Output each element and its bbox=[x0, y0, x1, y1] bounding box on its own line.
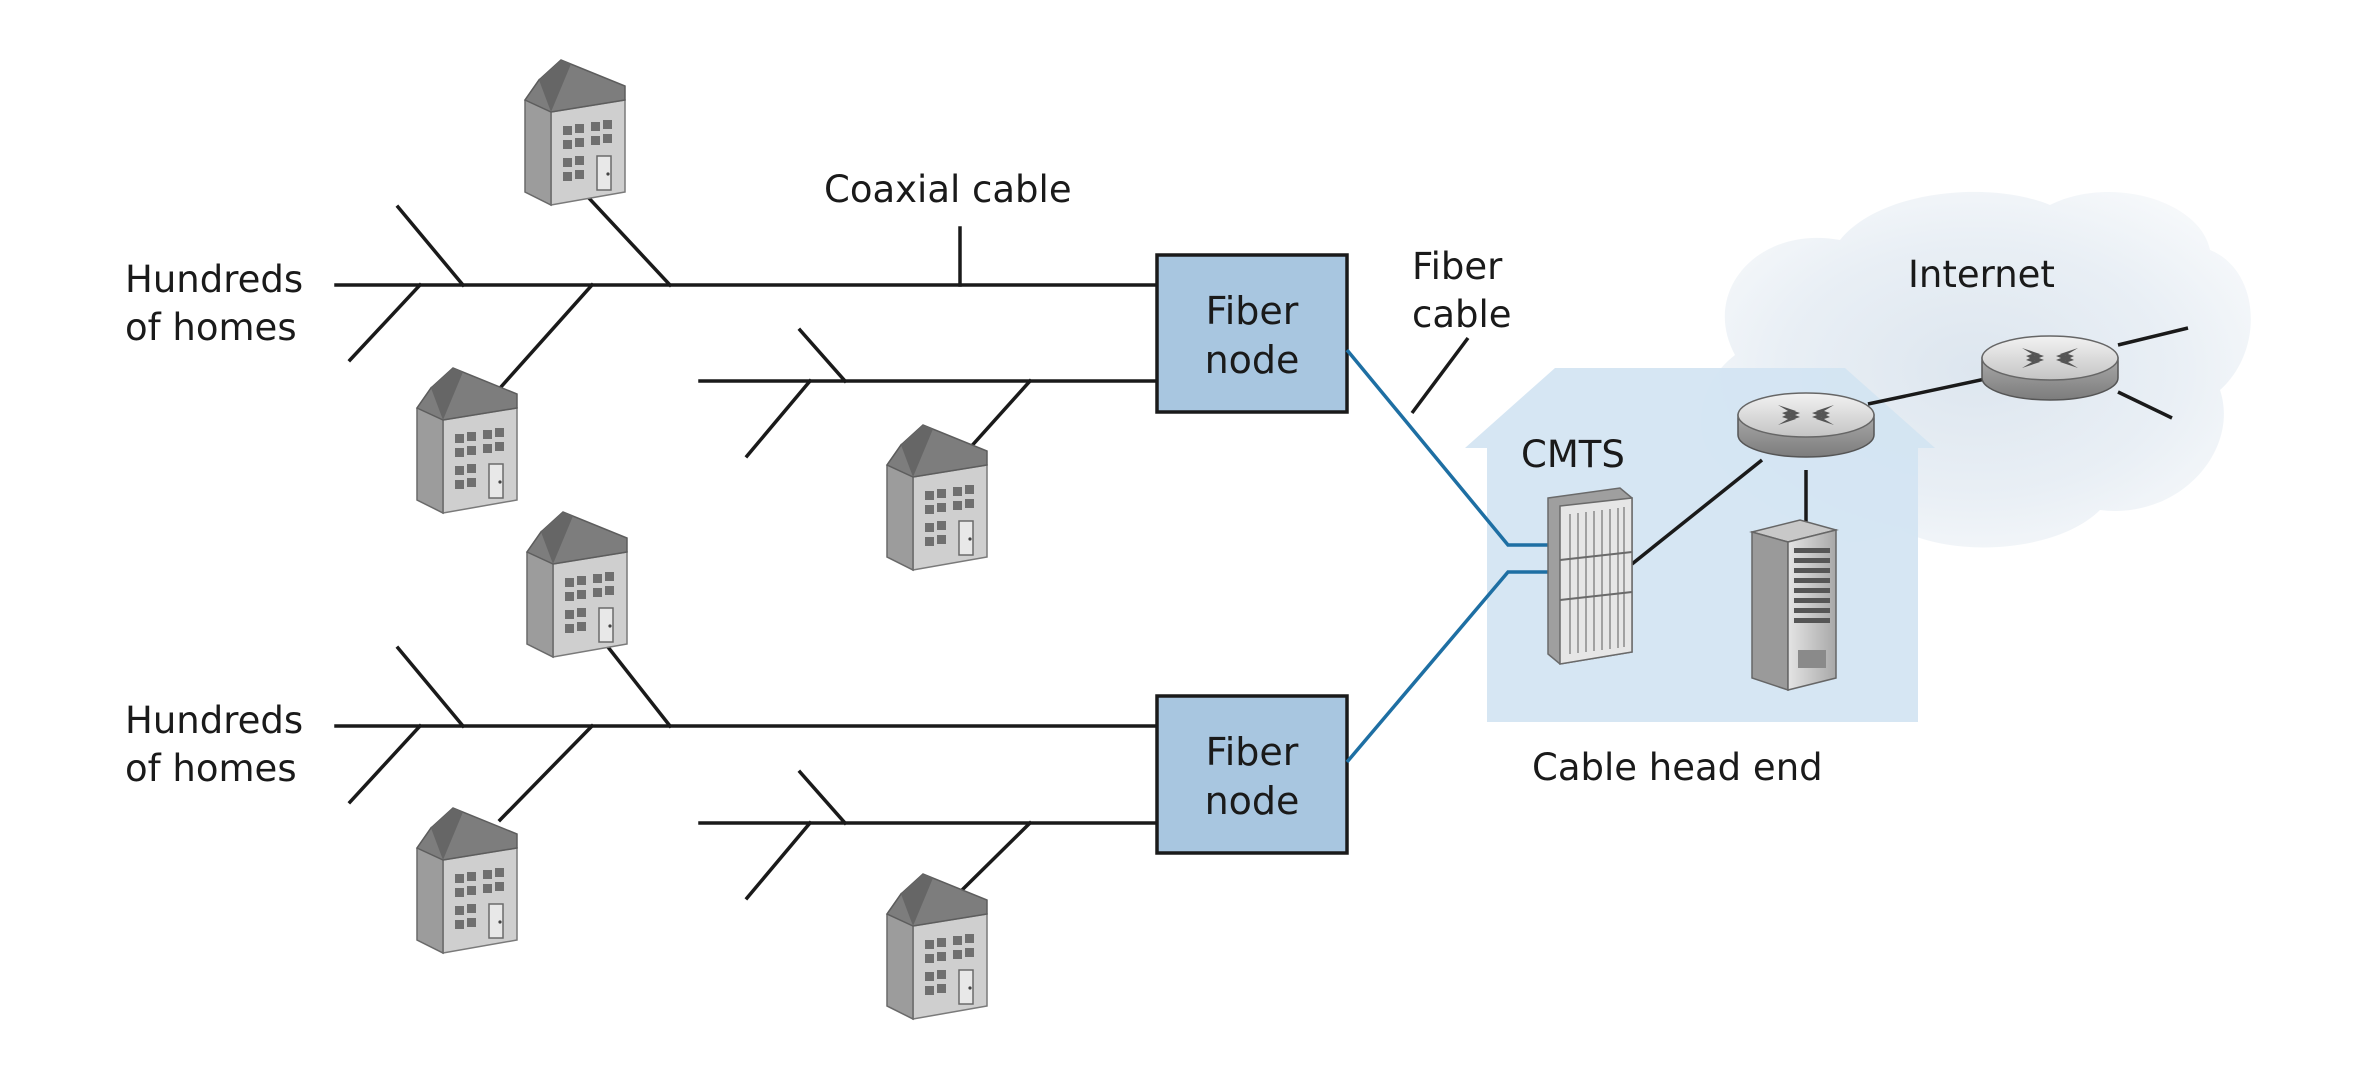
house-icon bbox=[524, 59, 626, 206]
fiber-cable-callout bbox=[1410, 336, 1470, 415]
house-icon bbox=[416, 807, 518, 954]
homes-label-1-line1: Hundreds bbox=[125, 258, 303, 301]
fiber-node-1 bbox=[1155, 253, 1349, 414]
fiber-cable-2 bbox=[1345, 570, 1558, 764]
homes-label-2-line1: Hundreds bbox=[125, 699, 303, 742]
cmts-label: CMTS bbox=[1521, 433, 1625, 476]
fiber-node-1-line1: Fiber bbox=[1206, 289, 1299, 333]
fiber-node-2-line2: node bbox=[1205, 779, 1300, 823]
homes-label-2-line2: of homes bbox=[125, 747, 297, 790]
internet-link-2 bbox=[2117, 390, 2173, 420]
coax-tree-1 bbox=[334, 192, 1159, 459]
fiber-cable-label-line1: Fiber bbox=[1412, 245, 1503, 288]
fiber-cable-1 bbox=[1345, 348, 1558, 547]
cmts-router-link bbox=[1630, 458, 1764, 566]
internet-label: Internet bbox=[1908, 253, 2055, 296]
router-icon bbox=[1737, 392, 1875, 458]
router-icon bbox=[1981, 335, 2119, 401]
fiber-node-1-line2: node bbox=[1205, 338, 1300, 382]
house-icon bbox=[526, 511, 628, 658]
house-icon bbox=[416, 367, 518, 514]
house-icon bbox=[886, 873, 988, 1020]
fiber-node-2 bbox=[1155, 694, 1349, 855]
house-icon bbox=[886, 424, 988, 571]
server-icon bbox=[1749, 519, 1839, 692]
coax-tree-2 bbox=[334, 639, 1159, 901]
homes-label-1-line2: of homes bbox=[125, 306, 297, 349]
coaxial-cable-label: Coaxial cable bbox=[824, 168, 1072, 211]
cable-head-end-label: Cable head end bbox=[1532, 746, 1823, 789]
internet-link-1 bbox=[2117, 326, 2189, 347]
fiber-cable-label-line2: cable bbox=[1412, 293, 1512, 336]
router-router-link bbox=[1867, 376, 1991, 406]
fiber-node-2-line1: Fiber bbox=[1206, 730, 1299, 774]
cmts-icon bbox=[1547, 487, 1633, 665]
